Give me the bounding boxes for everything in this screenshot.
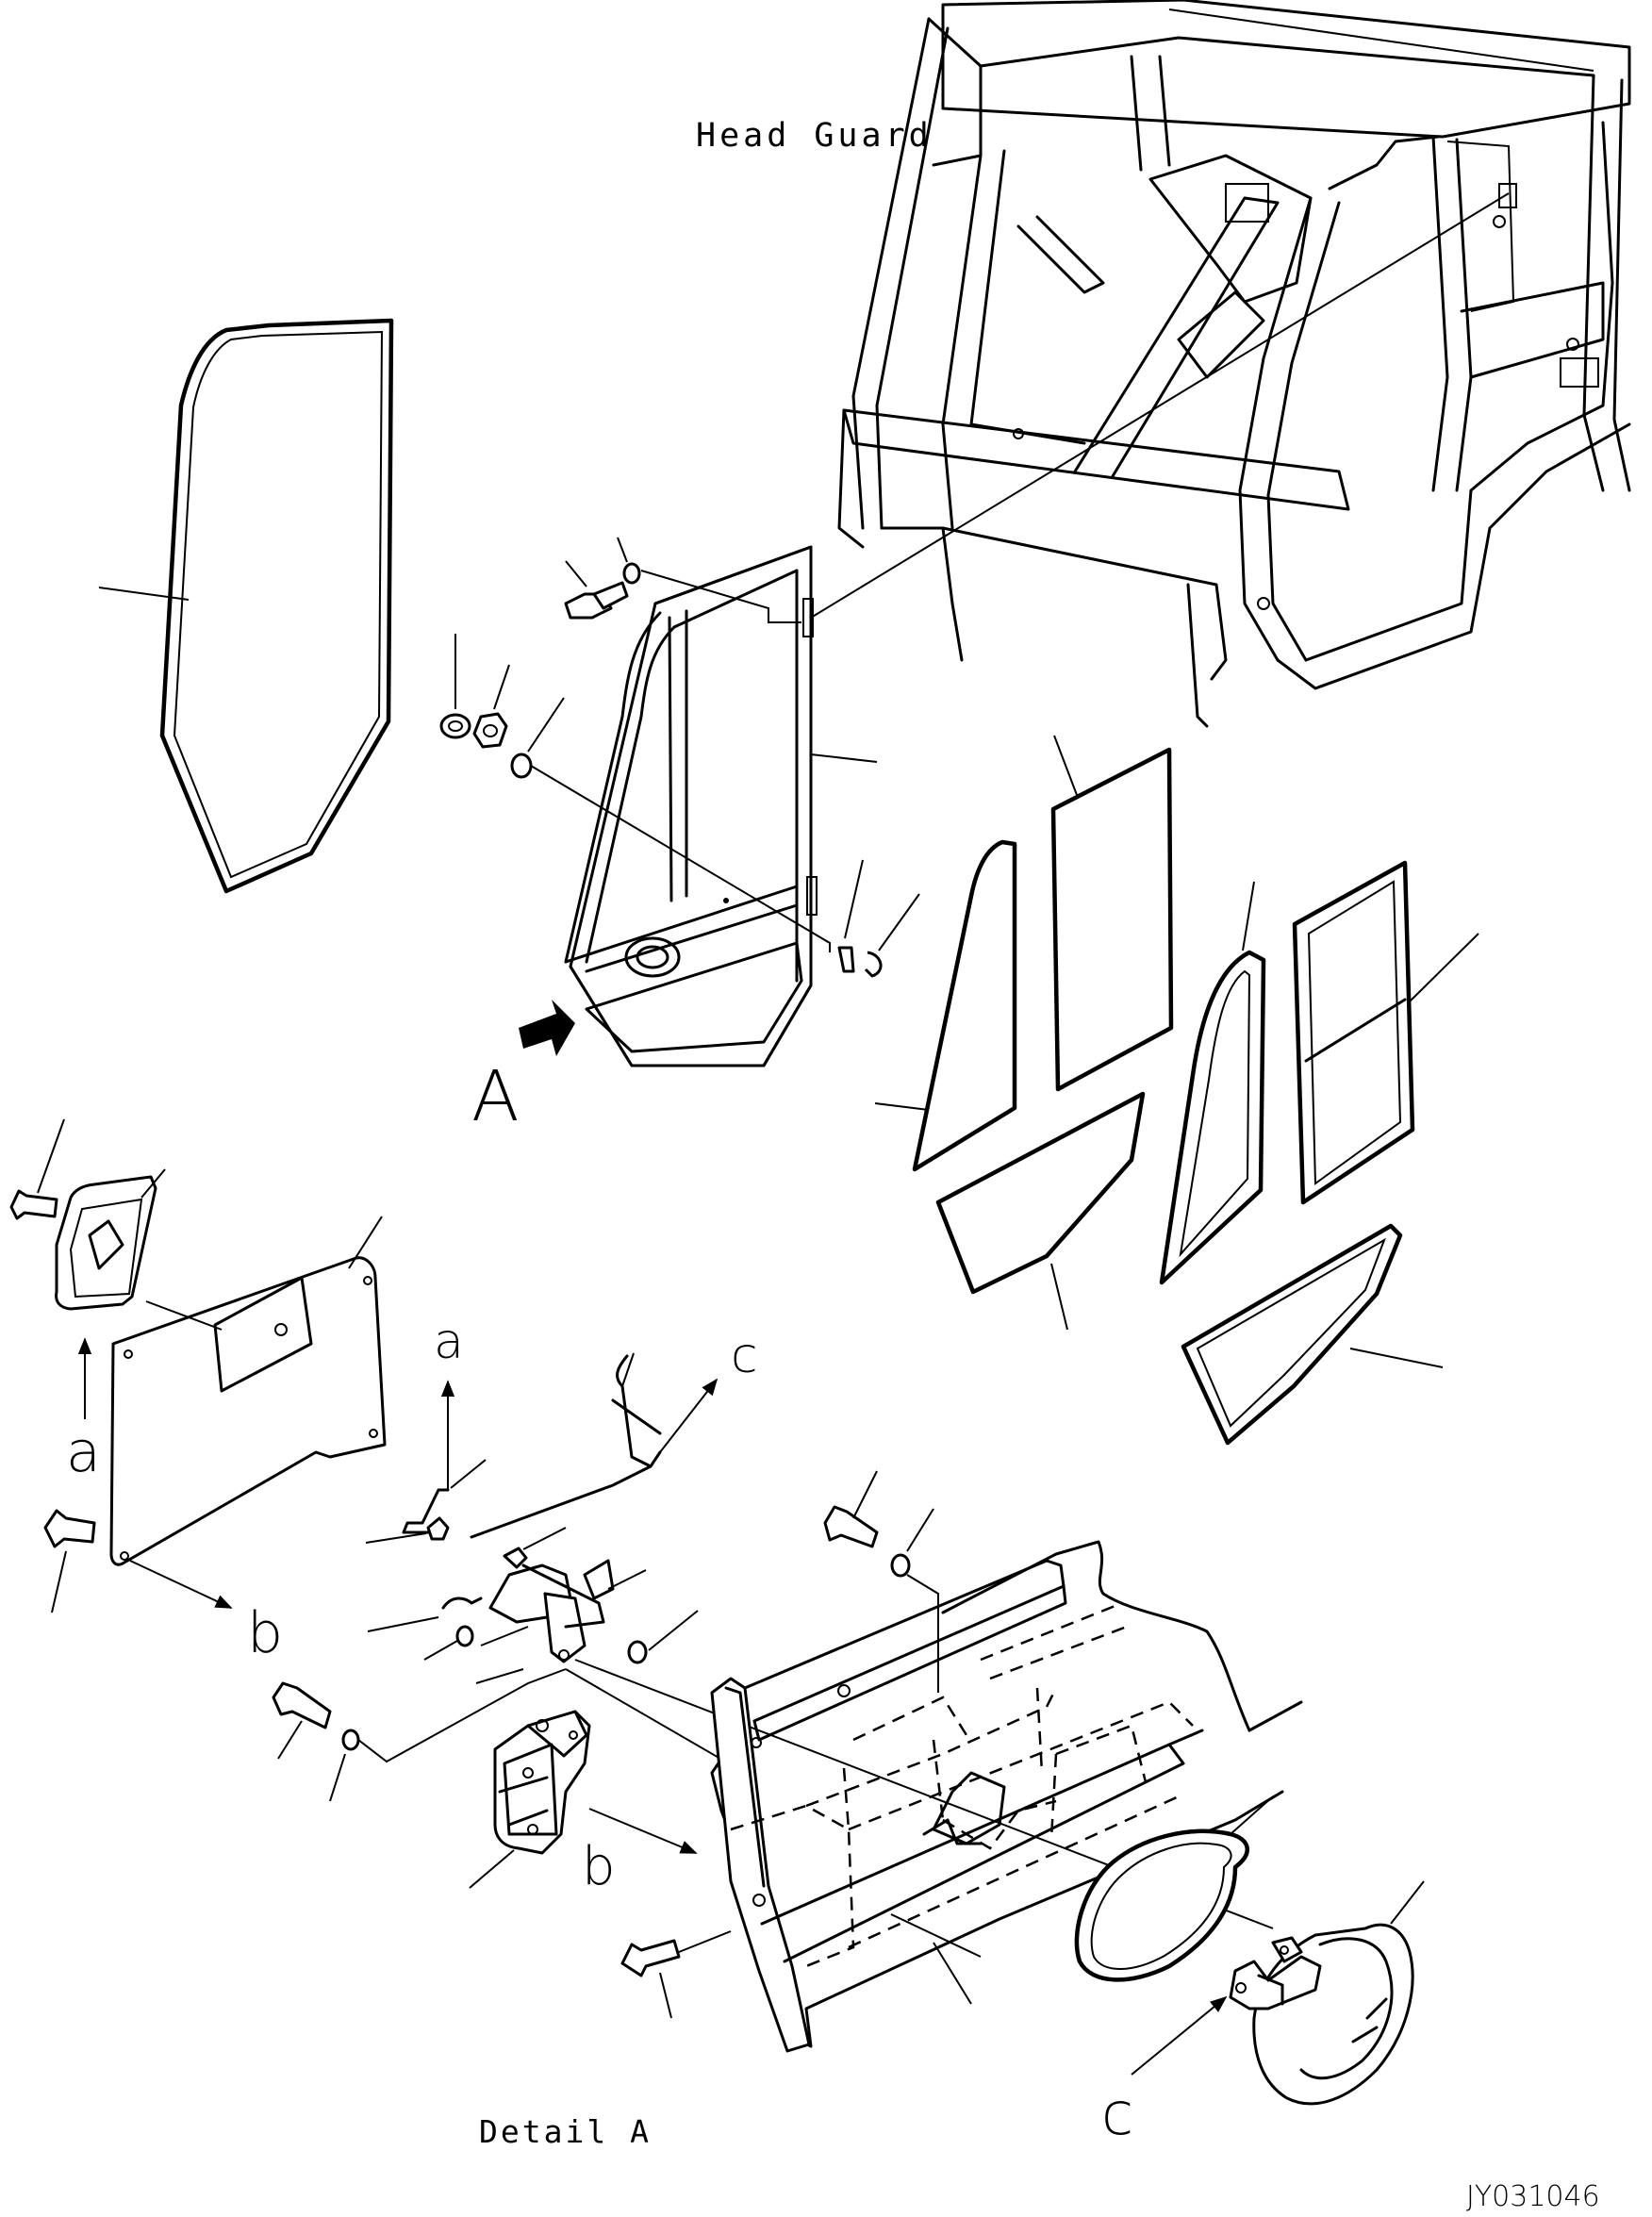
wire-clip [503,1527,567,1569]
figure-code-label: JY031046 [1466,2180,1600,2213]
panel-screw [43,1509,96,1613]
latch-washer [329,1729,360,1802]
panel-screw-lower [620,1939,681,2019]
glass-panel-triangle-left [912,839,1017,1172]
ref-c-upper-label: c [731,1328,758,1384]
ref-a-lower-label: a [66,1419,101,1485]
latch-rod [402,1459,487,1534]
view-a-label: A [471,1056,520,1137]
hinge-bolt [564,560,629,620]
door-washer [510,697,565,779]
lever-washer [423,1625,474,1661]
glass-panel-trapezoid [935,1091,1146,1295]
seal-frame-rect [1292,860,1415,1205]
ref-b-left-label: b [247,1600,283,1666]
detail-a-label: Detail A [479,2113,652,2150]
door-clip [864,893,920,978]
arrow-b-right [588,1808,698,1854]
door-bushing [439,634,471,739]
head-guard-label: Head Guard [696,117,933,155]
outer-handle [1229,1880,1425,2106]
head-guard-frame [837,0,1631,728]
door-lock [469,1710,591,1889]
lever-spring [367,1597,483,1632]
arrow-c-lower [1131,1995,1228,2076]
inner-panel [109,1216,387,1566]
window-glass-large [159,318,394,894]
ref-a-upper-label: a [434,1314,464,1370]
panel-washer-upper [890,1508,934,1578]
latch-bolt [272,1681,332,1760]
ref-c-lower-label: c [1101,2079,1133,2148]
seal-frame-triangle [1159,950,1266,1285]
inner-handle [55,1168,166,1311]
view-a-arrow [519,1000,575,1056]
release-wire [470,1352,719,1539]
washer-top [617,537,641,585]
latch-lever [488,1559,647,1663]
door-striker-pin [837,859,864,973]
lever-washer-right [627,1610,699,1664]
ref-b-right-label: b [582,1836,616,1897]
arrow-b-left [129,1560,233,1609]
rod-clip [365,1516,450,1544]
handle-seal [1074,1795,1274,1982]
hinge-to-frame-line [810,192,1510,619]
door-nut [472,664,510,749]
panel-bolt-upper [823,1470,879,1548]
seal-frame-trapezoid [1181,1223,1403,1446]
inner-handle-bolt [9,1118,65,1220]
door-lower-panel [710,1540,1303,2053]
door-window-frame [564,545,818,1067]
glass-panel-rect-top [1050,747,1174,1092]
